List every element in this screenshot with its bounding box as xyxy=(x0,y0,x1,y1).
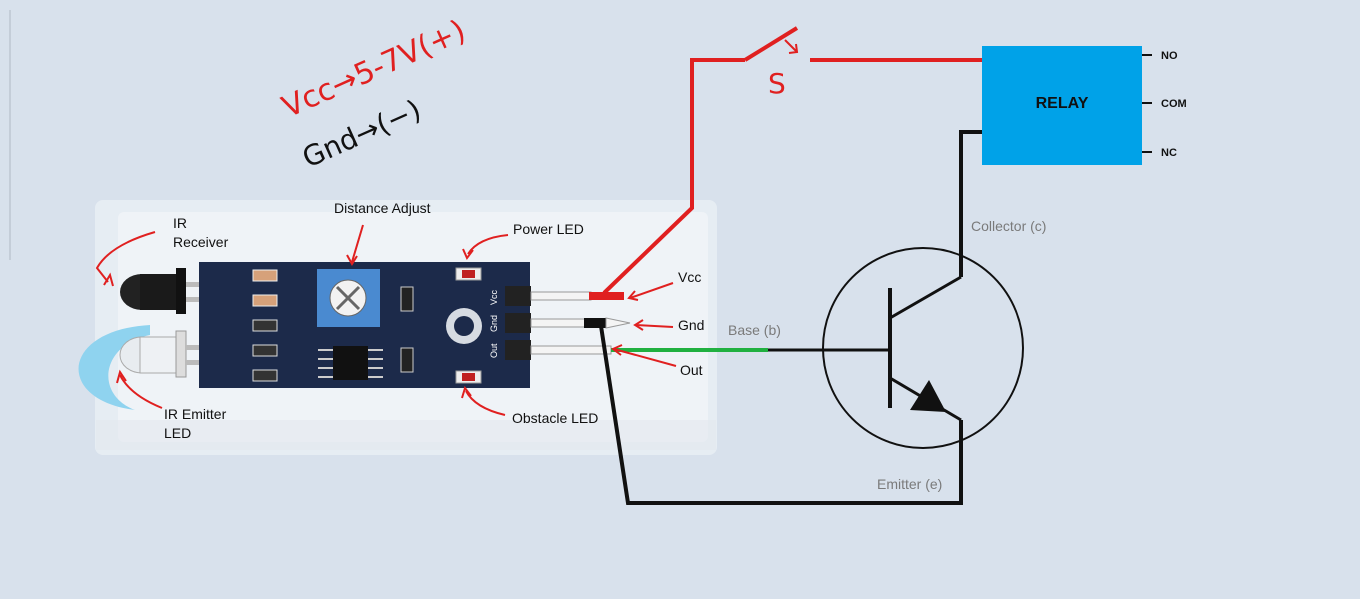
label-pin-vcc: Vcc xyxy=(678,269,701,285)
arrow-obstacle-led xyxy=(465,390,506,416)
label-ir-receiver-1: IR xyxy=(173,215,187,231)
sensor-board xyxy=(199,262,531,388)
arrow-vcc xyxy=(629,282,674,299)
label-obstacle-led: Obstacle LED xyxy=(512,410,598,426)
transistor-collector-leg xyxy=(889,275,962,320)
transistor-circle xyxy=(822,247,1024,449)
label-pin-gnd: Gnd xyxy=(678,317,704,333)
silk-out-label: Out xyxy=(489,343,499,358)
relay-pin-nc: NC xyxy=(1161,147,1177,159)
emitter-arrow-icon xyxy=(910,380,946,412)
header-pins xyxy=(530,291,631,355)
silk-gnd-label: Gnd xyxy=(489,315,499,332)
label-collector: Collector (c) xyxy=(971,218,1046,234)
potentiometer xyxy=(317,269,380,327)
arrow-distance-adjust xyxy=(351,224,364,263)
switch-arrow-icon xyxy=(784,39,799,54)
label-ir-emitter-2: LED xyxy=(164,425,191,441)
transistor-symbol xyxy=(822,247,1024,449)
handwritten-vcc-note: Vcc→5-7V(+) xyxy=(277,13,471,125)
arrow-out xyxy=(613,348,677,367)
arrow-gnd xyxy=(635,324,674,328)
arrow-ir-emitter xyxy=(119,374,163,409)
label-emitter: Emitter (e) xyxy=(877,476,942,492)
wire-collector xyxy=(959,130,982,277)
label-pin-out: Out xyxy=(680,362,703,378)
switch-label: S xyxy=(768,67,786,100)
label-ir-emitter-1: IR Emitter xyxy=(164,406,227,422)
relay-box xyxy=(982,46,1142,165)
wire-emitter xyxy=(599,325,963,505)
relay-title: RELAY xyxy=(1036,95,1089,112)
wires xyxy=(599,26,985,505)
annotation-arrows xyxy=(95,224,677,416)
emitter-glow xyxy=(78,325,150,410)
label-distance-adjust: Distance Adjust xyxy=(334,200,431,216)
label-ir-receiver-2: Receiver xyxy=(173,234,229,250)
label-base: Base (b) xyxy=(728,322,781,338)
arrow-ir-receiver xyxy=(95,231,156,283)
silk-vcc-label: Vcc xyxy=(489,289,499,305)
label-power-led: Power LED xyxy=(513,221,584,237)
arrow-power-led xyxy=(467,234,509,255)
relay-pin-com: COM xyxy=(1161,98,1187,110)
switch-lever xyxy=(743,26,799,62)
relay-pin-no: NO xyxy=(1161,50,1178,62)
wire-vcc xyxy=(602,58,745,295)
relay: RELAY NO COM NC xyxy=(982,46,1187,165)
